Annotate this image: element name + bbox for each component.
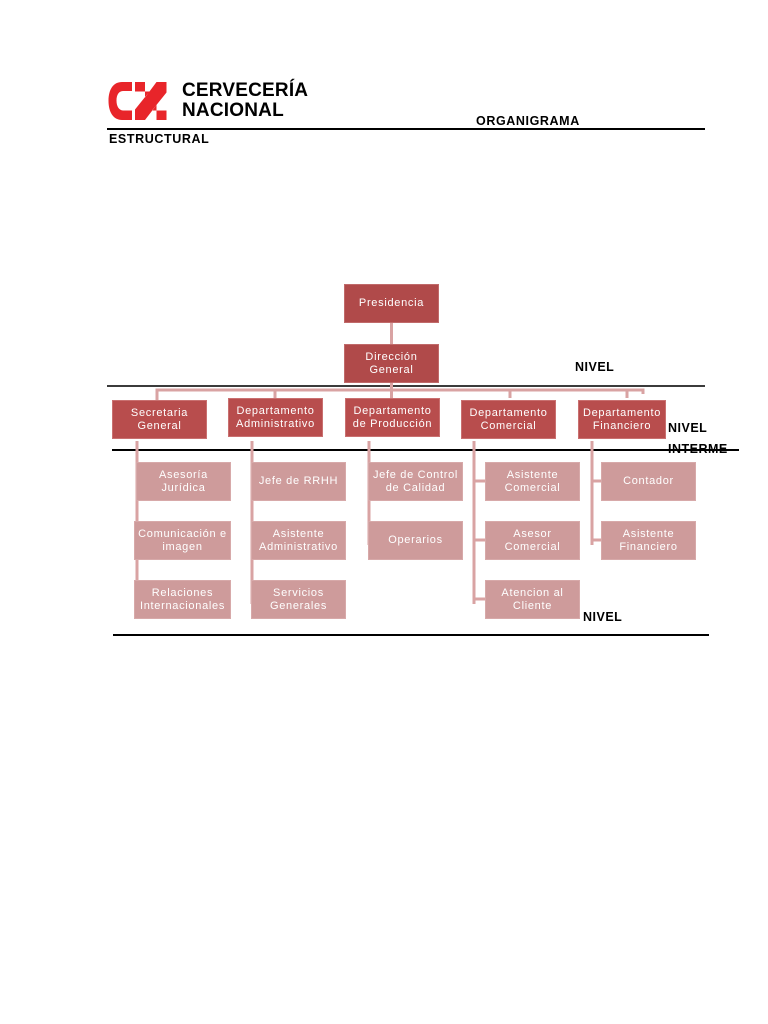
level-label-superior: NIVEL	[575, 360, 615, 374]
node-jefe-de-rrhh[interactable]: Jefe de RRHH	[251, 462, 346, 501]
node-label: Asesoría Jurídica	[158, 468, 208, 494]
node-label: Asistente Administrativo	[259, 527, 338, 553]
brand-wordmark-line1: CERVECERÍA	[182, 80, 309, 101]
node-departamento-comercial[interactable]: Departamento Comercial	[461, 400, 556, 439]
node-label: Asistente Financiero	[619, 527, 678, 553]
node-operarios[interactable]: Operarios	[368, 521, 463, 560]
node-servicios-generales[interactable]: Servicios Generales	[251, 580, 346, 619]
level-divider-superior	[107, 385, 705, 387]
node-label: Presidencia	[358, 297, 425, 309]
node-label: Atencion al Cliente	[501, 586, 564, 612]
node-atencion-al-cliente[interactable]: Atencion al Cliente	[485, 580, 580, 619]
node-label: Departamento Financiero	[582, 406, 662, 432]
node-comunicacion-e-imagen[interactable]: Comunicación e imagen	[134, 521, 231, 560]
level-label-operative: NIVEL	[583, 610, 623, 624]
node-asistente-administrativo[interactable]: Asistente Administrativo	[251, 521, 346, 560]
node-departamento-financiero[interactable]: Departamento Financiero	[578, 400, 666, 439]
node-departamento-produccion[interactable]: Departamento de Producción	[345, 398, 440, 437]
node-label: Departamento Administrativo	[236, 404, 315, 430]
node-label: Asistente Comercial	[504, 468, 561, 494]
node-label: Departamento Comercial	[469, 406, 548, 432]
level-divider-operative	[113, 634, 709, 636]
node-label: Jefe de Control de Calidad	[372, 468, 459, 494]
level-label-intermediate-line1: NIVEL	[668, 421, 708, 435]
node-label: Dirección General	[365, 350, 418, 376]
page-title-left: ESTRUCTURAL	[109, 132, 210, 146]
brand-wordmark-line2: NACIONAL	[182, 100, 284, 121]
header-divider-rule	[107, 128, 705, 130]
page-title-right: ORGANIGRAMA	[476, 114, 580, 128]
node-label: Comunicación e imagen	[138, 527, 227, 553]
level-label-intermediate: NIVEL INTERME	[668, 418, 728, 460]
node-departamento-administrativo[interactable]: Departamento Administrativo	[228, 398, 323, 437]
node-jefe-control-calidad[interactable]: Jefe de Control de Calidad	[368, 462, 463, 501]
node-asesoria-juridica[interactable]: Asesoría Jurídica	[136, 462, 231, 501]
node-label: Secretaria General	[130, 406, 189, 432]
node-presidencia[interactable]: Presidencia	[344, 284, 439, 323]
cn-monogram-icon	[108, 82, 167, 120]
node-relaciones-internacionales[interactable]: Relaciones Internacionales	[134, 580, 231, 619]
node-direccion-general[interactable]: Dirección General	[344, 344, 439, 383]
node-asistente-financiero[interactable]: Asistente Financiero	[601, 521, 696, 560]
node-label: Contador	[623, 475, 674, 487]
node-label: Departamento de Producción	[352, 404, 433, 430]
node-label: Operarios	[388, 534, 443, 546]
node-label: Servicios Generales	[269, 586, 328, 612]
level-label-intermediate-line2: INTERME	[668, 442, 728, 456]
node-label: Relaciones Internacionales	[139, 586, 226, 612]
node-asesor-comercial[interactable]: Asesor Comercial	[485, 521, 580, 560]
node-contador[interactable]: Contador	[601, 462, 696, 501]
node-label: Asesor Comercial	[504, 527, 561, 553]
node-label: Jefe de RRHH	[258, 475, 339, 487]
level-divider-intermediate	[112, 449, 739, 451]
node-asistente-comercial[interactable]: Asistente Comercial	[485, 462, 580, 501]
node-secretaria-general[interactable]: Secretaria General	[112, 400, 207, 439]
